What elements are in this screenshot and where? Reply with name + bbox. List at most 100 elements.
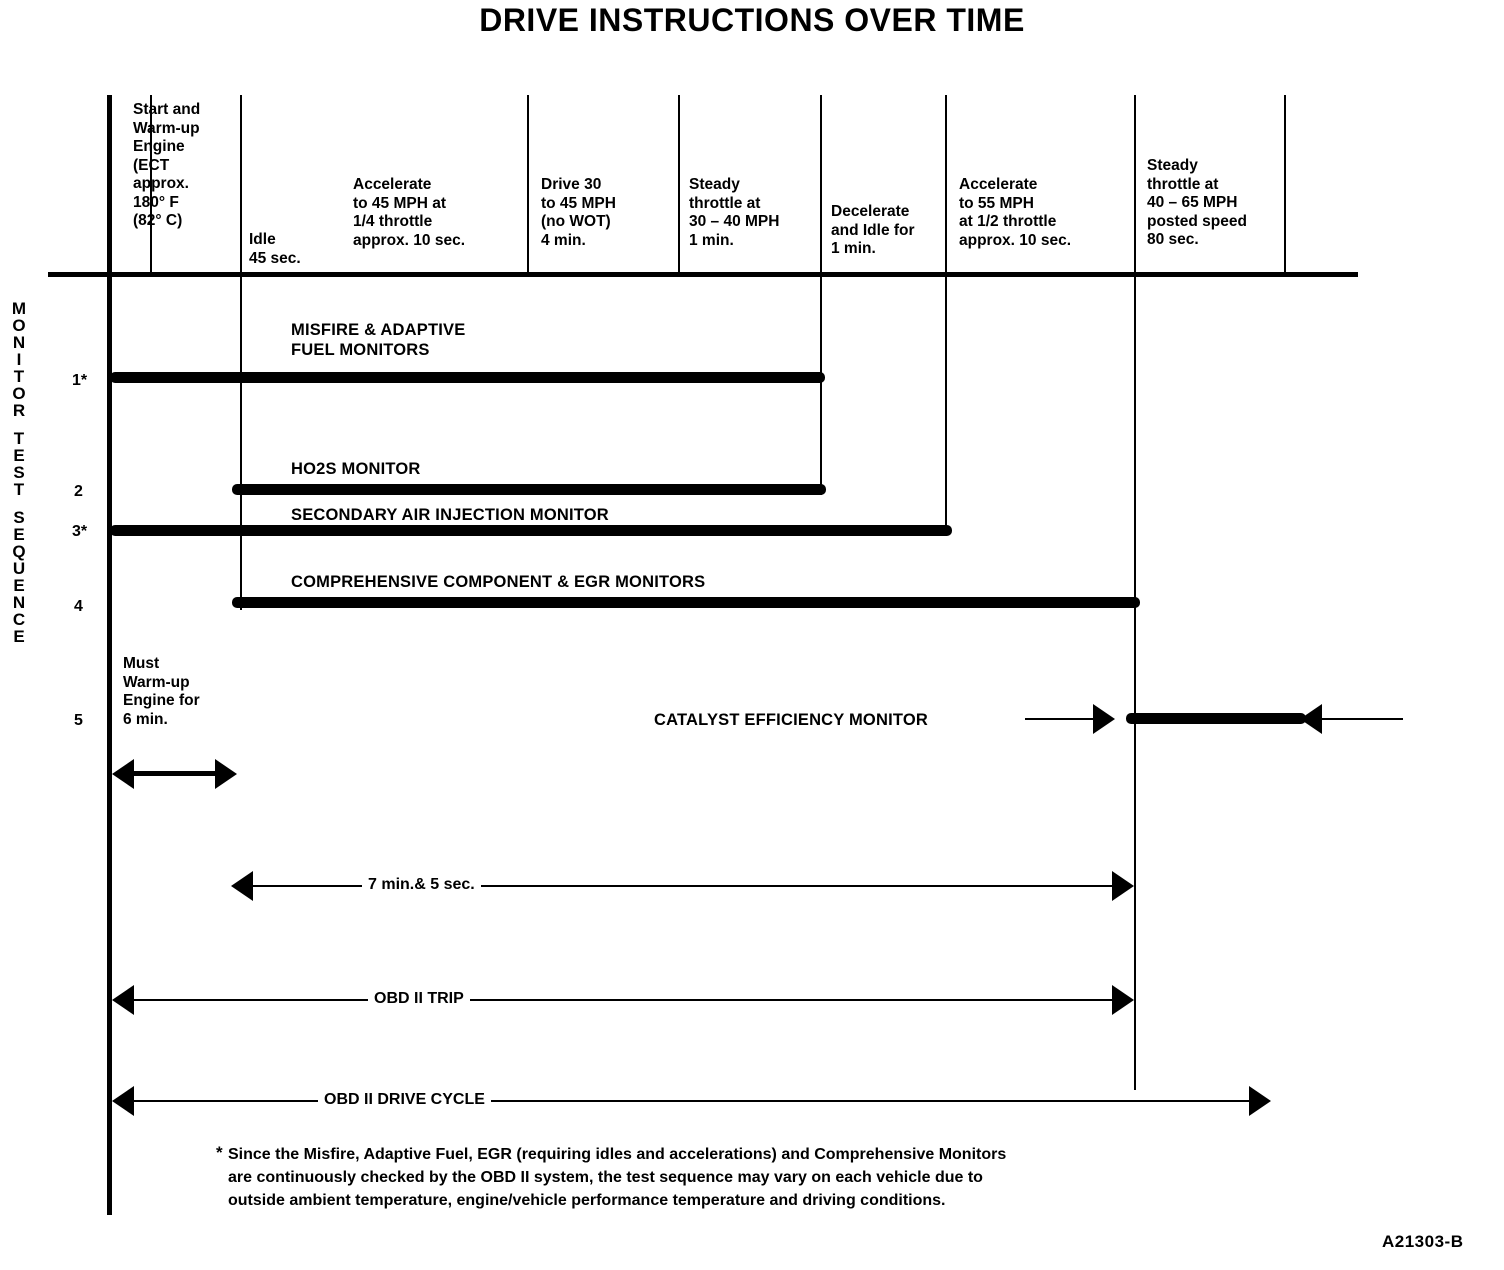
vlabel-char: I xyxy=(16,350,22,369)
hdr-line: at 1/2 throttle xyxy=(959,213,1057,230)
catalyst-right-lead-line xyxy=(1320,718,1403,720)
row-number-4: 4 xyxy=(74,598,83,615)
row-number-3: 3* xyxy=(72,523,88,540)
vlabel-char: T xyxy=(13,480,25,499)
vlabel-char: O xyxy=(12,316,26,335)
monitor-label-misfire-adaptive-fuel: MISFIRE & ADAPTIVE FUEL MONITORS xyxy=(289,320,468,360)
obd-trip-arrow-right-icon xyxy=(1112,985,1134,1015)
note-line: Warm-up xyxy=(123,673,190,691)
row-number-1: 1* xyxy=(72,372,88,389)
vlabel-char: N xyxy=(12,333,26,352)
hdr-line: to 45 MPH at xyxy=(353,194,447,212)
hdr-line: to 45 MPH xyxy=(541,194,616,212)
hdr-line: throttle at xyxy=(1147,175,1219,193)
catalyst-lead-line xyxy=(1025,718,1100,720)
catalyst-arrow-right-icon xyxy=(1093,704,1115,734)
obd-cycle-arrow-left-icon xyxy=(112,1086,134,1116)
hdr-line: 4 min. xyxy=(541,231,586,249)
warmup-note: Must Warm-up Engine for 6 min. xyxy=(123,655,238,729)
hdr-line: Engine xyxy=(133,138,185,155)
vlabel-char: S xyxy=(13,463,25,482)
monitor-bar-comprehensive-egr xyxy=(232,597,1140,608)
vlabel-char: Q xyxy=(12,542,26,561)
hdr-line: 30 – 40 MPH xyxy=(689,213,780,230)
column-header-start-warmup: Start and Warm-up Engine (ECT approx. 18… xyxy=(133,101,233,231)
hdr-line: posted speed xyxy=(1147,212,1247,230)
vlabel-char: T xyxy=(13,429,25,448)
vlabel-char: T xyxy=(13,367,25,386)
hdr-line: Steady xyxy=(1147,157,1198,174)
monitor-label-catalyst-efficiency: CATALYST EFFICIENCY MONITOR xyxy=(652,710,931,730)
warmup-arrow-right-icon xyxy=(215,759,237,789)
footnote-line-3: outside ambient temperature, engine/vehi… xyxy=(228,1192,946,1209)
hdr-line: 45 sec. xyxy=(249,249,301,267)
header-baseline xyxy=(48,272,1358,277)
column-divider-6 xyxy=(945,95,947,535)
column-header-drive-30-45: Drive 30 to 45 MPH (no WOT) 4 min. xyxy=(541,176,681,250)
column-divider-8 xyxy=(1284,95,1286,275)
hdr-line: approx. 10 sec. xyxy=(353,231,466,249)
hdr-line: Idle xyxy=(249,231,276,248)
warmup-arrow-left-icon xyxy=(112,759,134,789)
note-line: 6 min. xyxy=(123,710,168,728)
measure-label-seven-min-five-sec: 7 min.& 5 sec. xyxy=(362,876,481,894)
hdr-line: Accelerate xyxy=(959,176,1038,193)
vlabel-char: E xyxy=(13,525,25,544)
monitor-bar-secondary-air-injection xyxy=(110,525,952,536)
row-number-5: 5 xyxy=(74,712,83,729)
caption-line: MISFIRE & ADAPTIVE xyxy=(291,321,466,339)
hdr-line: 180° F xyxy=(133,193,179,211)
caption-line: FUEL MONITORS xyxy=(291,341,430,359)
monitor-bar-misfire-adaptive-fuel xyxy=(110,372,825,383)
seven-min-span-line xyxy=(248,885,1122,887)
hdr-line: 40 – 65 MPH xyxy=(1147,194,1238,211)
vlabel-char: E xyxy=(13,627,25,646)
row-number-2: 2 xyxy=(74,483,83,500)
monitor-test-sequence-label: M O N I T O R T E S T S E Q U E N C E xyxy=(8,300,30,645)
vlabel-char: E xyxy=(13,446,25,465)
page-title: DRIVE INSTRUCTIONS OVER TIME xyxy=(479,2,1025,38)
note-line: Must xyxy=(123,655,160,672)
footnote-marker: * xyxy=(216,1143,223,1162)
hdr-line: (82° C) xyxy=(133,212,183,229)
seven-min-arrow-left-icon xyxy=(231,871,253,901)
vlabel-char: M xyxy=(11,299,27,318)
vlabel-char: R xyxy=(12,401,26,420)
column-divider-1 xyxy=(150,95,152,275)
hdr-line: 1 min. xyxy=(689,231,734,249)
column-header-accelerate-45: Accelerate to 45 MPH at 1/4 throttle app… xyxy=(353,176,528,250)
obd-trip-span-line xyxy=(129,999,1122,1001)
column-divider-3 xyxy=(527,95,529,275)
column-divider-2 xyxy=(240,95,242,610)
column-header-idle: Idle 45 sec. xyxy=(249,231,339,268)
hdr-line: Warm-up xyxy=(133,119,200,137)
obd-cycle-span-line xyxy=(129,1100,1259,1102)
hdr-line: and Idle for xyxy=(831,221,915,239)
hdr-line: Start and xyxy=(133,101,201,118)
footnote-line-2: are continuously checked by the OBD II s… xyxy=(228,1169,983,1186)
column-header-steady-40-65: Steady throttle at 40 – 65 MPH posted sp… xyxy=(1147,157,1292,250)
vlabel-char: U xyxy=(12,559,26,578)
monitor-bar-catalyst-efficiency xyxy=(1126,713,1306,724)
obd-cycle-arrow-right-icon xyxy=(1249,1086,1271,1116)
monitor-label-ho2s: HO2S MONITOR xyxy=(289,459,423,479)
vlabel-char: C xyxy=(12,610,26,629)
footnote: * Since the Misfire, Adaptive Fuel, EGR … xyxy=(216,1143,1228,1212)
measure-label-obd-ii-drive-cycle: OBD II DRIVE CYCLE xyxy=(318,1091,491,1109)
hdr-line: 1 min. xyxy=(831,240,876,257)
hdr-line: Steady xyxy=(689,176,740,193)
column-divider-5 xyxy=(820,95,822,495)
column-header-accelerate-55: Accelerate to 55 MPH at 1/2 throttle app… xyxy=(959,176,1139,250)
timeline-origin-line xyxy=(107,95,112,1215)
hdr-line: (ECT xyxy=(133,156,170,174)
note-line: Engine for xyxy=(123,692,200,709)
obd-trip-arrow-left-icon xyxy=(112,985,134,1015)
hdr-line: Accelerate xyxy=(353,176,432,193)
hdr-line: throttle at xyxy=(689,194,761,212)
measure-label-obd-ii-trip: OBD II TRIP xyxy=(368,990,470,1008)
vlabel-char: N xyxy=(12,593,26,612)
vlabel-char: E xyxy=(13,576,25,595)
hdr-line: (no WOT) xyxy=(541,213,611,230)
monitor-bar-ho2s xyxy=(232,484,826,495)
